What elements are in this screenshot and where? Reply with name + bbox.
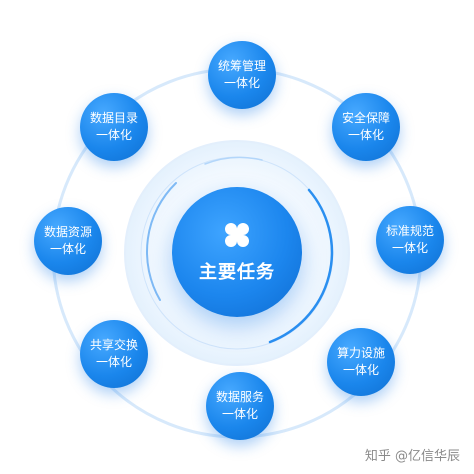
node-label-line2: 一体化 [391, 241, 428, 255]
node-security: 安全保障 一体化 [332, 93, 400, 161]
node-label-line1: 数据目录 [89, 111, 138, 125]
node-label-line2: 一体化 [49, 242, 86, 256]
node-label-line1: 标准规范 [385, 224, 434, 238]
node-label-line1: 安全保障 [341, 111, 390, 125]
node-label-line1: 算力设施 [336, 346, 385, 360]
node-label-line1: 数据资源 [43, 225, 92, 239]
accent-arc-left [146, 182, 177, 301]
node-data-resources: 数据资源 一体化 [34, 207, 102, 275]
node-computing-facilities: 算力设施 一体化 [327, 328, 395, 396]
four-petal-clover-icon [225, 223, 249, 247]
watermark: 知乎 @亿信华辰 [364, 449, 460, 464]
main-tasks-hub: 主要任务 [172, 187, 302, 317]
node-unified-management: 统筹管理 一体化 [208, 41, 276, 109]
node-label-line2: 一体化 [223, 76, 260, 90]
node-label-line2: 一体化 [95, 355, 132, 369]
node-label-line1: 数据服务 [215, 390, 264, 404]
node-standards: 标准规范 一体化 [376, 206, 444, 274]
node-data-catalog: 数据目录 一体化 [80, 93, 148, 161]
accent-arc-right [268, 188, 334, 344]
node-label-line1: 共享交换 [89, 338, 138, 352]
accent-arc-top [204, 156, 263, 165]
node-label-line2: 一体化 [95, 128, 132, 142]
node-sharing-exchange: 共享交换 一体化 [80, 320, 148, 388]
node-data-services: 数据服务 一体化 [206, 372, 274, 440]
node-label-line1: 统筹管理 [217, 59, 266, 73]
node-label-line2: 一体化 [221, 407, 258, 421]
hub-title: 主要任务 [199, 262, 275, 283]
node-label-line2: 一体化 [342, 363, 379, 377]
node-label-line2: 一体化 [347, 128, 384, 142]
